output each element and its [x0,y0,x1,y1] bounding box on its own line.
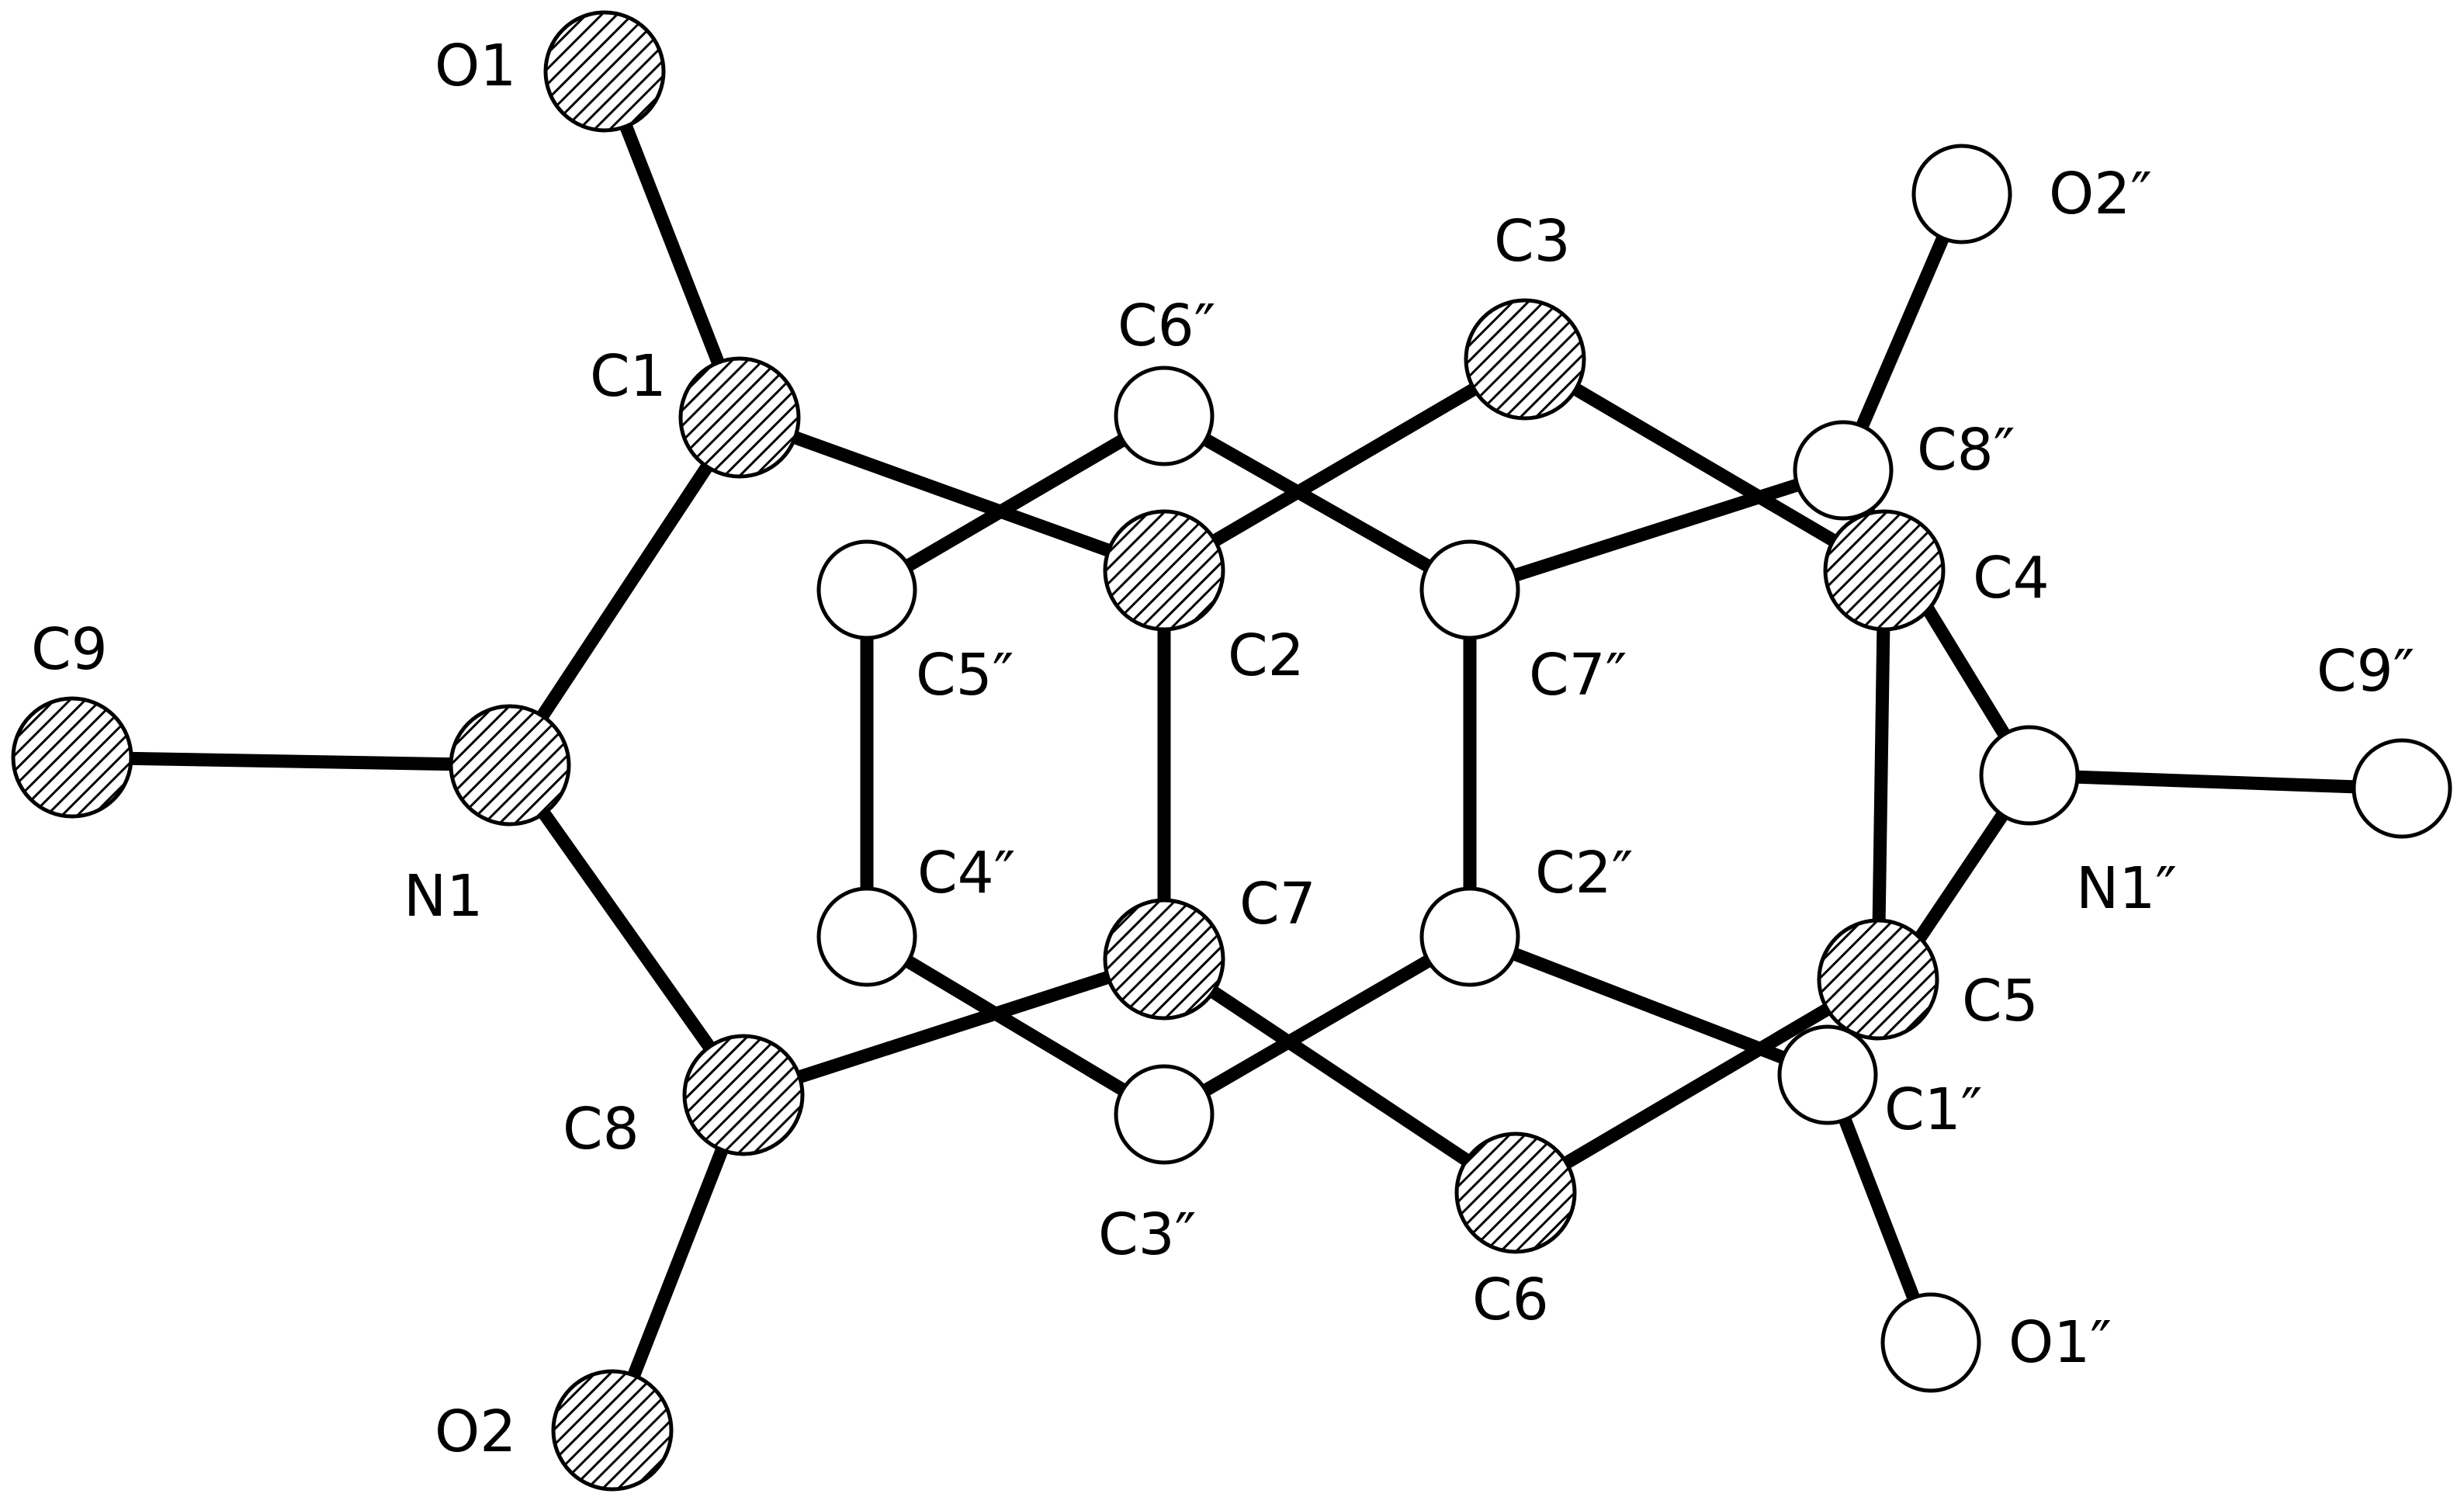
atom-label-c8: C8 [563,1096,639,1163]
atom-label-c8pp: C8″ [1917,417,2015,483]
atom-c8-hatched [682,1034,805,1156]
atom-label-c7: C7 [1239,871,1316,937]
atom-o1-hatched [543,10,666,133]
atom-label-c3: C3 [1494,208,1571,275]
atom-label-n1pp: N1″ [2076,855,2177,922]
bond-o1-c1 [598,64,747,425]
atom-c5pp-open [816,539,917,640]
atom-c7pp-open [1419,539,1520,640]
bond-c6pp-c5pp [860,409,1171,597]
atom-c3pp-open [1114,1064,1215,1165]
atom-c2-hatched [1103,509,1225,632]
atom-c2pp-open [1419,886,1520,987]
atom-c4pp-open [816,886,917,987]
atom-label-o2pp: O2″ [2049,161,2152,227]
atom-n1pp-open [1979,725,2080,826]
bond-c8-c7 [736,952,1171,1102]
atom-c4-hatched [1823,509,1946,632]
atom-label-o2: O2 [435,1398,516,1465]
bond-c6-c5 [1509,972,1885,1200]
bond-c4pp-c3pp [860,930,1171,1121]
bond-c3pp-c2pp [1157,930,1477,1121]
bond-c1-c2 [733,411,1171,577]
atom-c9-hatched [11,696,133,819]
atom-c5-hatched [1817,918,1939,1041]
atom-o2pp-open [1911,144,2012,244]
bond-c2pp-c1pp [1463,930,1835,1082]
atom-label-c3pp: C3″ [1098,1201,1196,1268]
bond-c7-c6 [1157,952,1523,1200]
atom-label-c6: C6 [1472,1267,1549,1333]
atom-c1pp-open [1777,1024,1878,1125]
atom-label-n1: N1 [404,863,483,930]
bond-c2-c3 [1157,352,1532,577]
atom-c3-hatched [1464,298,1586,421]
atom-label-c2pp: C2″ [1535,840,1633,906]
atom-label-c6pp: C6″ [1118,293,1215,359]
bond-c4-c5 [1871,563,1891,986]
atom-label-c2: C2 [1228,622,1305,689]
atom-label-c9: C9 [31,616,108,683]
bond-c8pp-o2pp [1836,187,1969,477]
bond-n1-c8 [503,758,750,1102]
atom-label-c9pp: C9″ [2317,638,2414,705]
atom-c6pp-open [1114,366,1215,466]
atom-o1pp-open [1880,1292,1981,1393]
atoms-layer [11,10,2452,1492]
atom-label-c5pp: C5″ [916,642,1014,709]
atom-c7-hatched [1103,898,1225,1021]
atom-c8pp-open [1793,420,1894,521]
bond-c7pp-c8pp [1463,463,1850,597]
bond-c3-c4 [1518,352,1891,577]
atom-c9pp-open [2351,738,2452,839]
atom-c1-hatched [678,356,801,479]
bond-c9-n1 [65,750,517,772]
atom-label-c1: C1 [590,343,667,410]
atom-label-o1: O1 [435,33,516,99]
bond-n1pp-c9pp [2022,768,2409,795]
bond-c6pp-c7pp [1157,409,1477,597]
atom-label-c7pp: C7″ [1529,642,1627,709]
atom-label-c5: C5 [1962,968,2039,1034]
bond-c1-n1 [503,411,747,772]
atom-c6-hatched [1454,1131,1577,1254]
atom-o2-hatched [551,1369,674,1492]
atom-label-o1pp: O1″ [2008,1309,2112,1376]
atom-label-c4: C4 [1973,545,2050,612]
atom-label-c1pp: C1″ [1884,1076,1982,1143]
atom-label-c4pp: C4″ [917,840,1015,906]
atom-n1-hatched [449,704,571,827]
